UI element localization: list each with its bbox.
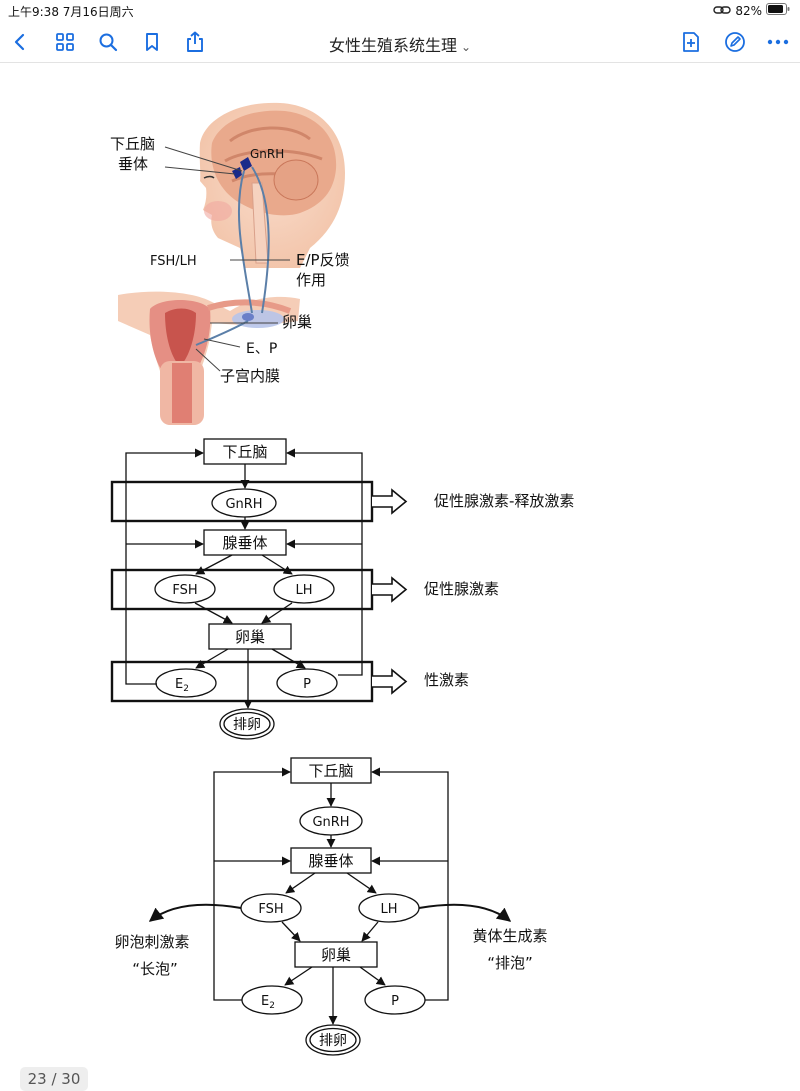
diagram-2 <box>148 757 512 1056</box>
d1-ovulation-text: 排卵 <box>233 717 261 733</box>
d1-p-text: P <box>303 677 311 692</box>
d1-ovary-box <box>208 623 292 650</box>
d1-p-ellipse <box>276 668 338 698</box>
battery-icon <box>766 3 790 18</box>
d2-fsh-role: “长泡” <box>132 960 178 978</box>
back-button[interactable] <box>6 28 34 56</box>
more-icon <box>767 39 789 45</box>
d1-gnrh-text: GnRH <box>225 497 262 512</box>
chevron-left-icon <box>14 33 25 51</box>
pituitary-marker <box>240 157 252 171</box>
d1-fsh-ellipse <box>154 574 216 604</box>
add-page-button[interactable] <box>677 28 705 56</box>
d1-label-sex-hormone: 性激素 <box>424 671 469 689</box>
pencil-circle-icon <box>725 32 745 52</box>
d1-e2-subscript: 2 <box>183 684 189 694</box>
label-e-p: E、P <box>246 341 277 357</box>
add-document-icon <box>683 32 699 52</box>
cerebellum <box>273 159 319 201</box>
share-icon <box>187 31 203 52</box>
label-fsh-lh: FSH/LH <box>150 254 197 269</box>
d1-gnrh-ellipse <box>211 488 277 518</box>
document-page[interactable]: 下丘脑 垂体 GnRH FSH/LH E/P反馈 作用 卵巢 E、P 子宫内膜 <box>0 63 800 1091</box>
bookmark-icon <box>146 33 158 51</box>
d2-pituitary-box <box>290 847 372 874</box>
link-icon <box>713 4 732 18</box>
search-icon <box>99 33 118 52</box>
d2-gnrh-text: GnRH <box>312 815 349 830</box>
d1-lh-ellipse <box>273 574 335 604</box>
d1-ovulation-outer <box>219 708 275 740</box>
diagram-1 <box>110 438 408 740</box>
svg-text:E2: E2 <box>261 994 275 1011</box>
d1-label-gnrh: 促性腺激素-释放激素 <box>434 492 574 510</box>
status-bar: 上午9:38 7月16日周六 82% <box>0 0 800 22</box>
d2-lh-text: LH <box>380 902 397 917</box>
more-button[interactable] <box>764 28 792 56</box>
svg-text:E2: E2 <box>175 677 189 694</box>
label-hypothalamus: 下丘脑 <box>110 135 155 153</box>
label-pituitary: 垂体 <box>118 155 148 173</box>
d2-e2-subscript: 2 <box>269 1001 275 1011</box>
d1-band-gonadotropin <box>110 568 374 611</box>
label-feedback-1: E/P反馈 <box>296 251 350 269</box>
d1-hypothalamus-text: 下丘脑 <box>222 443 267 461</box>
document-title-text: 女性生殖系统生理 <box>328 36 457 55</box>
d2-p-text: P <box>391 994 399 1009</box>
label-gnrh: GnRH <box>250 147 284 161</box>
d1-lh-text: LH <box>295 583 312 598</box>
chevron-down-icon: ⌄ <box>460 40 472 54</box>
d2-pituitary-text: 腺垂体 <box>308 852 353 870</box>
d2-ovulation-outer <box>305 1024 361 1056</box>
d2-ovulation-text: 排卵 <box>319 1033 347 1049</box>
annotate-button[interactable] <box>721 28 749 56</box>
d2-ovary-text: 卵巢 <box>321 946 351 964</box>
d2-fsh-text: FSH <box>258 902 283 917</box>
search-button[interactable] <box>94 28 122 56</box>
d1-pituitary-text: 腺垂体 <box>222 534 267 552</box>
d2-e2-text: E <box>261 994 269 1009</box>
document-title[interactable]: 女性生殖系统生理⌄ <box>0 32 800 56</box>
d2-lh-name: 黄体生成素 <box>472 927 547 945</box>
battery-percent: 82% <box>735 3 762 18</box>
d1-band-sex-hormone <box>110 660 374 703</box>
d2-fsh-name: 卵泡刺激素 <box>114 933 189 951</box>
d2-ovary-box <box>294 941 378 968</box>
d2-lh-role: “排泡” <box>487 954 533 972</box>
status-time-date: 上午9:38 7月16日周六 <box>8 5 134 19</box>
label-feedback-2: 作用 <box>296 271 326 289</box>
d1-e2-ellipse <box>155 668 217 698</box>
d2-hypothalamus-text: 下丘脑 <box>308 762 353 780</box>
d1-pituitary-box <box>203 529 287 556</box>
d1-e2-text: E <box>175 677 183 692</box>
thumbnail-grid-button[interactable] <box>51 28 79 56</box>
d1-label-gonadotropin: 促性腺激素 <box>424 580 499 598</box>
label-ovary: 卵巢 <box>282 313 312 331</box>
label-endometrium: 子宫内膜 <box>220 367 280 385</box>
share-button[interactable] <box>181 28 209 56</box>
page-indicator: 23 / 30 <box>20 1067 88 1091</box>
toolbar: 女性生殖系统生理⌄ <box>0 22 800 63</box>
d1-ovary-text: 卵巢 <box>235 628 265 646</box>
anatomy-illustration: 下丘脑 垂体 GnRH FSH/LH E/P反馈 作用 卵巢 E、P 子宫内膜 <box>110 102 350 425</box>
bookmark-button[interactable] <box>138 28 166 56</box>
grid-icon <box>56 33 74 51</box>
d1-fsh-text: FSH <box>172 583 197 598</box>
